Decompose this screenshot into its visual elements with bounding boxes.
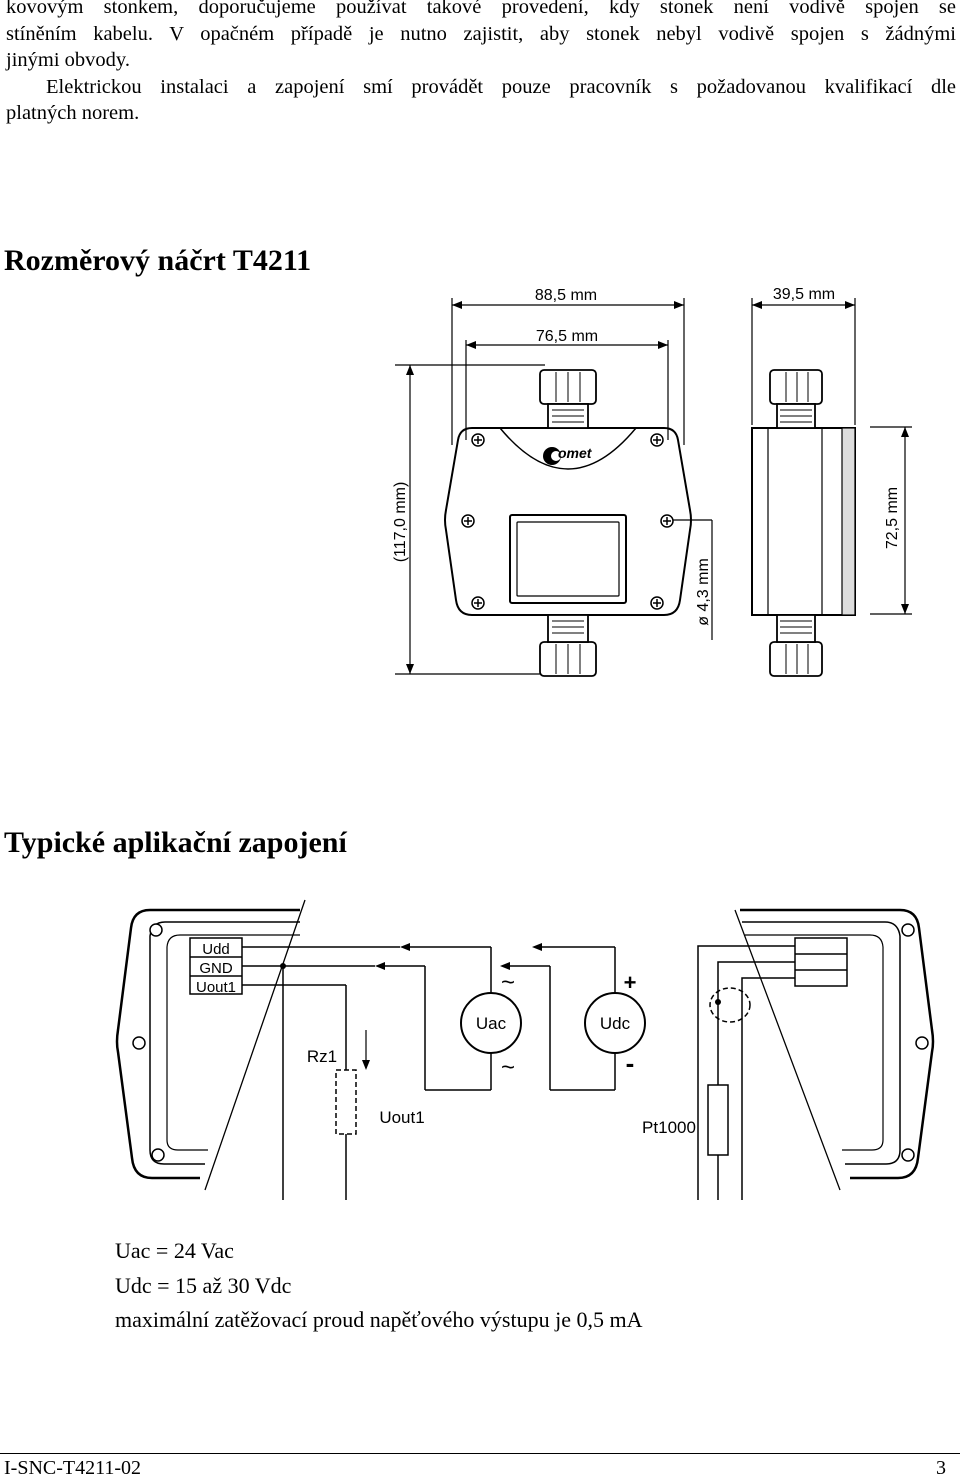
note-max-current: maximální zatěžovací proud napěťového vý… <box>115 1307 643 1332</box>
dimension-drawing: omet 88,5 mm 76,5 mm 39,5 mm (117,0 mm) … <box>392 286 912 677</box>
dim-width-outer: 88,5 mm <box>535 287 597 304</box>
source-dc-label: Udc <box>600 1014 631 1033</box>
dc-plus: + <box>624 970 637 995</box>
ac-symbol-top: ~ <box>501 969 515 996</box>
intro-line-5: platných norem. <box>6 102 140 124</box>
dimension-heading: Rozměrový náčrt T4211 <box>4 244 312 277</box>
logo-text: omet <box>558 445 593 461</box>
intro-line-3: jinými obvody. <box>6 49 130 71</box>
ac-symbol-bottom: ~ <box>501 1054 515 1081</box>
wiring-heading: Typické aplikační zapojení <box>4 826 347 859</box>
intro-line-1: kovovým stonkem, doporučujeme používat t… <box>6 0 956 18</box>
output-label: Uout1 <box>379 1108 424 1127</box>
resistor-label: Rz1 <box>307 1047 337 1066</box>
footer-rule <box>0 1453 960 1454</box>
intro-paragraph: kovovým stonkem, doporučujeme používat t… <box>6 0 956 127</box>
dim-depth: 39,5 mm <box>773 286 835 303</box>
terminal-udd: Udd <box>202 941 230 958</box>
note-uac: Uac = 24 Vac <box>115 1238 234 1263</box>
sensor-label: Pt1000 <box>642 1118 696 1137</box>
dc-minus: - <box>626 1048 635 1078</box>
source-ac-label: Uac <box>476 1014 507 1033</box>
footer-page-number: 3 <box>936 1457 946 1479</box>
note-udc: Udc = 15 až 30 Vdc <box>115 1272 292 1298</box>
intro-line-4: Elektrickou instalaci a zapojení smí pro… <box>46 75 956 98</box>
footer-doc-id: I-SNC-T4211-02 <box>4 1457 142 1479</box>
wiring-diagram: Udd GND Uout1 Rz1 Uout1 Uac <box>115 899 935 1200</box>
dim-height-total: (117,0 mm) <box>392 482 409 563</box>
dim-width-inner: 76,5 mm <box>536 328 598 345</box>
intro-line-2: stíněním kabelu. V opačném případě je nu… <box>6 22 956 45</box>
terminal-uout1: Uout1 <box>196 979 236 996</box>
notes: Uac = 24 Vac Udc = 15 až 30 Vdc maximáln… <box>115 1234 642 1338</box>
dim-height-body: 72,5 mm <box>884 487 901 549</box>
terminal-gnd: GND <box>199 960 233 977</box>
dim-hole-diameter: ø 4,3 mm <box>695 558 712 626</box>
comet-logo: omet <box>543 445 593 465</box>
